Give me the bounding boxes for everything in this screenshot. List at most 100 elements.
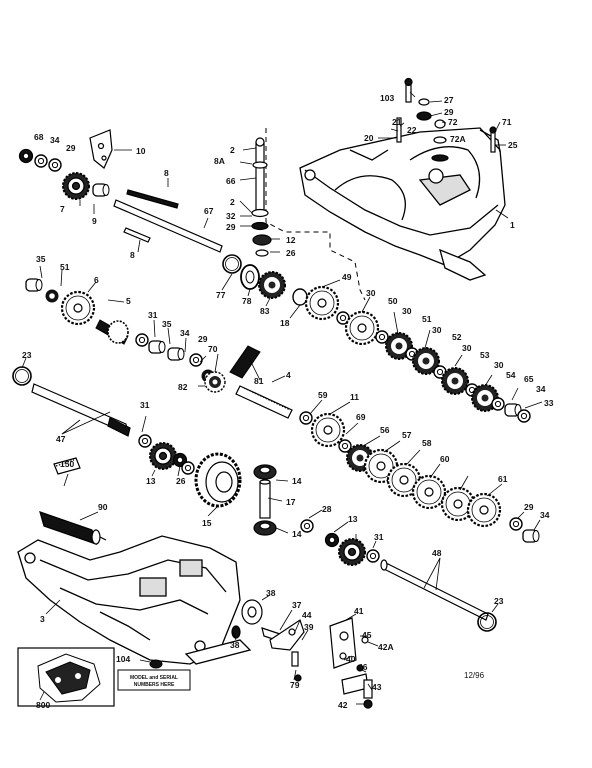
- callout-40: 40: [346, 654, 356, 664]
- left-middle-parts: [25, 278, 293, 419]
- callout-30c: 30: [432, 325, 442, 335]
- callout-60: 60: [440, 454, 450, 464]
- callout-21: 21: [392, 117, 402, 127]
- callout-labels: 103 27 29 72 71 25 72A 21 22 20 1 2 8A 6…: [22, 93, 554, 710]
- lower-housing: [17, 535, 252, 665]
- callout-14a: 14: [292, 476, 302, 486]
- brake-parts: [231, 599, 373, 709]
- callout-57: 57: [402, 430, 412, 440]
- callout-9: 9: [92, 216, 97, 226]
- left-top-parts: [18, 129, 113, 200]
- shaft-assembly: [251, 137, 272, 257]
- shaft-67: [113, 189, 223, 253]
- callout-48: 48: [432, 548, 442, 558]
- callout-17: 17: [286, 497, 296, 507]
- callout-38b: 38: [230, 640, 240, 650]
- callout-51b: 51: [60, 262, 70, 272]
- callout-33: 33: [544, 398, 554, 408]
- callout-3: 3: [40, 614, 45, 624]
- callout-32: 32: [226, 211, 236, 221]
- callout-46: 46: [358, 662, 368, 672]
- callout-2a: 2: [230, 145, 235, 155]
- callout-103: 103: [380, 93, 394, 103]
- stamp-line-1: MODEL and SERIAL: [130, 675, 178, 681]
- callout-26b: 26: [176, 476, 186, 486]
- callout-42A: 42A: [378, 642, 394, 652]
- model-serial-stamp: MODEL and SERIAL NUMBERS HERE: [117, 659, 191, 691]
- left-lower-parts: [39, 457, 107, 545]
- callout-29c: 29: [66, 143, 76, 153]
- callout-13a: 13: [146, 476, 156, 486]
- callout-34a: 34: [50, 135, 60, 145]
- callout-22: 22: [407, 125, 417, 135]
- callout-25: 25: [508, 140, 518, 150]
- callout-11: 11: [350, 392, 359, 402]
- inset-box: [17, 647, 115, 707]
- callout-50: 50: [388, 296, 398, 306]
- callout-59: 59: [318, 390, 328, 400]
- shaft-47: [12, 366, 195, 475]
- callout-56: 56: [380, 425, 390, 435]
- lower-shaft-48: [300, 519, 497, 632]
- callout-90: 90: [98, 502, 108, 512]
- callout-29e: 29: [524, 502, 534, 512]
- callout-61: 61: [498, 474, 508, 484]
- callout-31a: 31: [148, 310, 158, 320]
- ring-parts: [222, 254, 308, 306]
- upper-gear-stack: [304, 285, 531, 423]
- callout-30b: 30: [402, 306, 412, 316]
- callout-8a: 8: [164, 168, 169, 178]
- callout-6: 6: [94, 275, 99, 285]
- callout-10: 10: [136, 146, 146, 156]
- callout-52: 52: [452, 332, 462, 342]
- housing-dashed-outline: [265, 128, 366, 301]
- callout-12: 12: [286, 235, 296, 245]
- callout-78: 78: [242, 296, 252, 306]
- callout-15: 15: [202, 518, 212, 528]
- callout-45: 45: [362, 630, 372, 640]
- callout-27: 27: [444, 95, 454, 105]
- callout-30d: 30: [462, 343, 472, 353]
- callout-29b: 29: [226, 222, 236, 232]
- callout-43: 43: [372, 682, 382, 692]
- callout-42: 42: [338, 700, 348, 710]
- callout-65: 65: [524, 374, 534, 384]
- callout-28: 28: [322, 504, 332, 514]
- date-code: 12/96: [464, 671, 485, 680]
- callout-1: 1: [510, 220, 515, 230]
- callout-8b: 8: [130, 250, 135, 260]
- callout-44: 44: [302, 610, 312, 620]
- top-fasteners: [396, 77, 497, 162]
- gear-15: [194, 452, 242, 508]
- callout-18: 18: [280, 318, 290, 328]
- callout-20: 20: [364, 133, 374, 143]
- callout-37: 37: [292, 600, 302, 610]
- upper-housing: [299, 127, 506, 281]
- callout-53: 53: [480, 350, 490, 360]
- leader-lines: [21, 91, 543, 705]
- callout-66: 66: [226, 176, 236, 186]
- callout-71: 71: [502, 117, 512, 127]
- callout-58: 58: [422, 438, 432, 448]
- callout-30e: 30: [494, 360, 504, 370]
- callout-31c: 31: [374, 532, 384, 542]
- callout-83: 83: [260, 306, 270, 316]
- callout-7: 7: [60, 204, 65, 214]
- callout-34c: 34: [180, 328, 190, 338]
- callout-35a: 35: [36, 254, 46, 264]
- callout-69: 69: [356, 412, 366, 422]
- callout-38a: 38: [266, 588, 276, 598]
- callout-14b: 14: [292, 529, 302, 539]
- callout-70: 70: [208, 344, 218, 354]
- callout-31b: 31: [140, 400, 150, 410]
- callout-49: 49: [342, 272, 352, 282]
- bevel-gears: [253, 464, 277, 536]
- callout-23b: 23: [494, 596, 504, 606]
- callout-5: 5: [126, 296, 131, 306]
- callout-51: 51: [422, 314, 432, 324]
- callout-72: 72: [448, 117, 458, 127]
- stamp-line-2: NUMBERS HERE: [134, 682, 175, 688]
- callout-30a: 30: [366, 288, 376, 298]
- callout-39: 39: [304, 622, 314, 632]
